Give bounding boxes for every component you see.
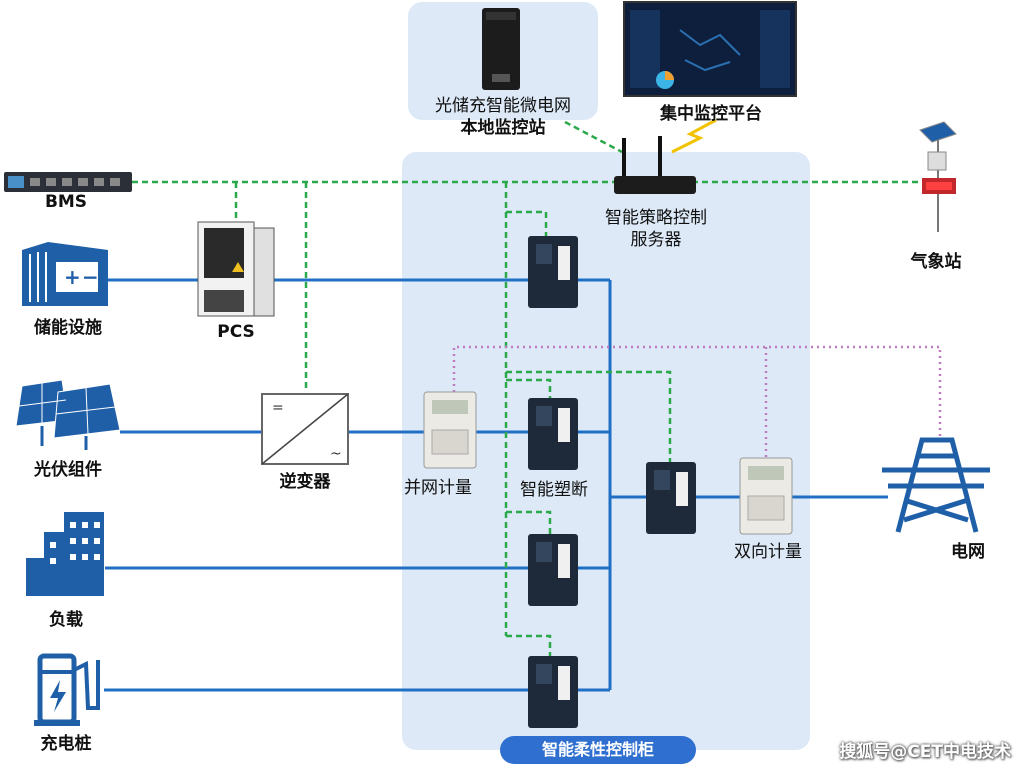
breaker-label: 智能塑断 [520, 480, 588, 500]
server-label-line1: 智能策略控制 [605, 208, 707, 228]
cabinet-title: 智能柔性控制柜 [500, 736, 696, 764]
breaker-icon-1 [528, 236, 578, 308]
svg-text:=: = [272, 400, 284, 416]
pc-tower-icon [482, 8, 520, 90]
local-station-label-line2: 本地监控站 [460, 118, 546, 138]
battery-storage-icon: + − [22, 242, 108, 306]
svg-text:+: + [64, 265, 81, 289]
charging-pile-icon [34, 653, 100, 726]
bidirectional-meter-label: 双向计量 [734, 542, 802, 562]
breaker-icon-4 [528, 656, 578, 728]
lightning-icon [671, 118, 717, 154]
cabinet-panel [402, 152, 810, 750]
grid-label: 电网 [951, 542, 985, 562]
breaker-icon-2 [528, 398, 578, 470]
inverter-icon: = ~ [261, 393, 349, 465]
inverter-label: 逆变器 [279, 472, 331, 492]
bms-label: BMS [44, 192, 88, 212]
comm-lines [132, 120, 922, 658]
transmission-tower-icon [882, 437, 990, 533]
server-label-line2: 服务器 [630, 230, 682, 250]
local-station-label-line1: 光储充智能微电网 [435, 96, 571, 116]
svg-text:~: ~ [330, 446, 342, 462]
central-platform-label: 集中监控平台 [660, 104, 762, 124]
weather-label: 气象站 [910, 252, 962, 272]
meter-comm-lines [452, 345, 942, 460]
grid-meter-icon [423, 391, 477, 469]
bms-rack-icon [4, 172, 132, 192]
pv-label: 光伏组件 [34, 460, 102, 480]
weather-station-icon [919, 121, 957, 232]
charger-label: 充电桩 [40, 734, 92, 754]
svg-text:−: − [82, 265, 99, 289]
breaker-icon-3 [528, 534, 578, 606]
grid-meter-label: 并网计量 [404, 478, 472, 498]
pcs-label: PCS [217, 322, 255, 342]
storage-label: 储能设施 [34, 318, 102, 338]
bidirectional-meter-icon [739, 457, 793, 535]
load-label: 负载 [49, 610, 83, 630]
router-icon [614, 136, 696, 194]
pcs-cabinet-icon [197, 221, 275, 317]
monitor-screen-icon [623, 1, 797, 97]
watermark: 搜狐号@CET中电技术 [839, 742, 1011, 762]
power-lines [104, 278, 888, 692]
solar-panel-icon [15, 379, 121, 450]
building-icon [26, 512, 104, 596]
breaker-icon-5 [646, 462, 696, 534]
